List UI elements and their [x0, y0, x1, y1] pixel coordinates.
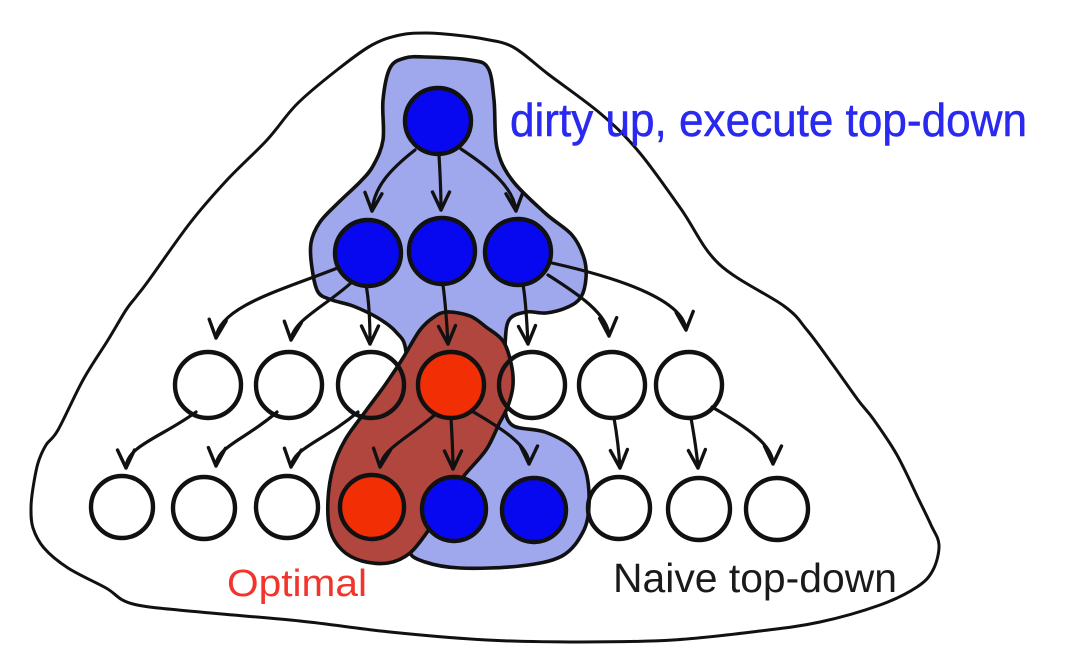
- svg-text:Naive top-down: Naive top-down: [613, 555, 897, 601]
- svg-text:Optimal: Optimal: [227, 563, 367, 605]
- svg-text:dirty up, execute top-down: dirty up, execute top-down: [510, 94, 1027, 146]
